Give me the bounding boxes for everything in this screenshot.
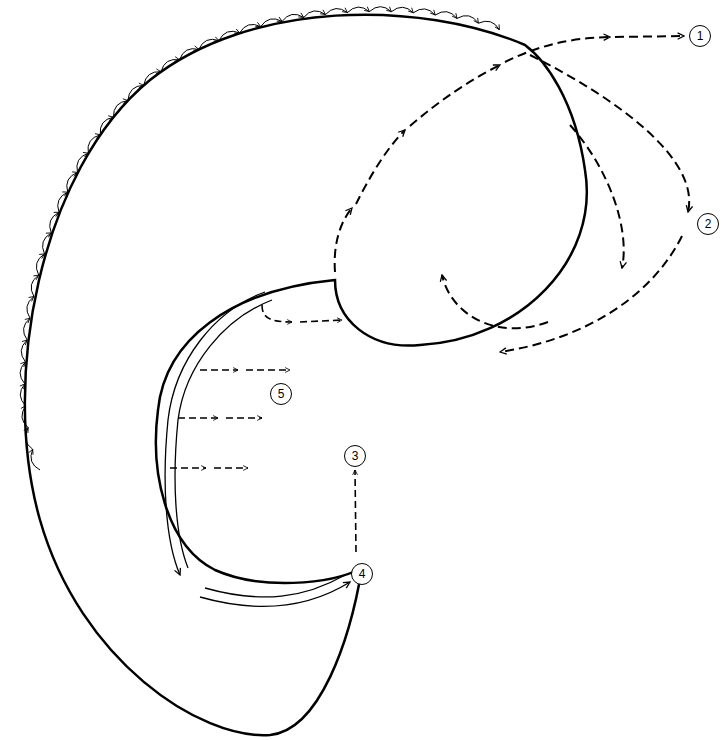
surface-bump: [25, 428, 32, 450]
surface-bump: [22, 406, 28, 428]
surface-bump: [20, 384, 25, 406]
surface-bump: [161, 59, 180, 71]
surface-bump: [20, 362, 25, 384]
surface-bump: [457, 16, 478, 24]
surface-bump: [128, 85, 144, 100]
surface-bump: [282, 14, 304, 21]
organ-outline: [25, 15, 587, 736]
surface-bumps: [20, 7, 499, 470]
surface-bump: [31, 275, 39, 296]
surface-bump: [304, 11, 326, 18]
surface-bump: [326, 9, 348, 15]
dashed-flow-arrows: [335, 36, 690, 352]
callout-number: 4: [351, 563, 373, 585]
surface-bump: [36, 254, 44, 275]
surface-bump: [478, 21, 499, 30]
callout-number: 5: [270, 383, 292, 405]
surface-bump: [261, 19, 282, 27]
surface-bump: [88, 135, 100, 153]
surface-bump: [144, 72, 161, 86]
surface-bump: [50, 212, 59, 233]
surface-bump: [180, 49, 199, 60]
surface-bump: [21, 340, 27, 362]
surface-bump: [369, 7, 391, 12]
surface-bump: [219, 31, 240, 40]
surface-bump: [31, 449, 40, 470]
callout-number: 3: [344, 445, 366, 467]
surface-bump: [67, 172, 78, 192]
surface-bump: [347, 7, 369, 13]
surface-bump: [435, 12, 457, 19]
surface-bump: [391, 7, 413, 13]
surface-bump: [199, 39, 219, 49]
callout-number: 2: [697, 213, 719, 235]
surface-bump: [113, 101, 128, 118]
surface-bump: [77, 153, 88, 172]
wall-flow-arrows: [165, 292, 350, 606]
surface-bump: [413, 9, 435, 15]
surface-bump: [27, 297, 34, 319]
surface-bump: [240, 24, 261, 32]
callout-number: 1: [689, 25, 711, 47]
surface-bump: [43, 233, 52, 254]
secretion-arrows: [170, 305, 356, 552]
surface-bump: [24, 318, 30, 340]
surface-bump: [58, 192, 68, 212]
surface-bump: [100, 117, 113, 135]
